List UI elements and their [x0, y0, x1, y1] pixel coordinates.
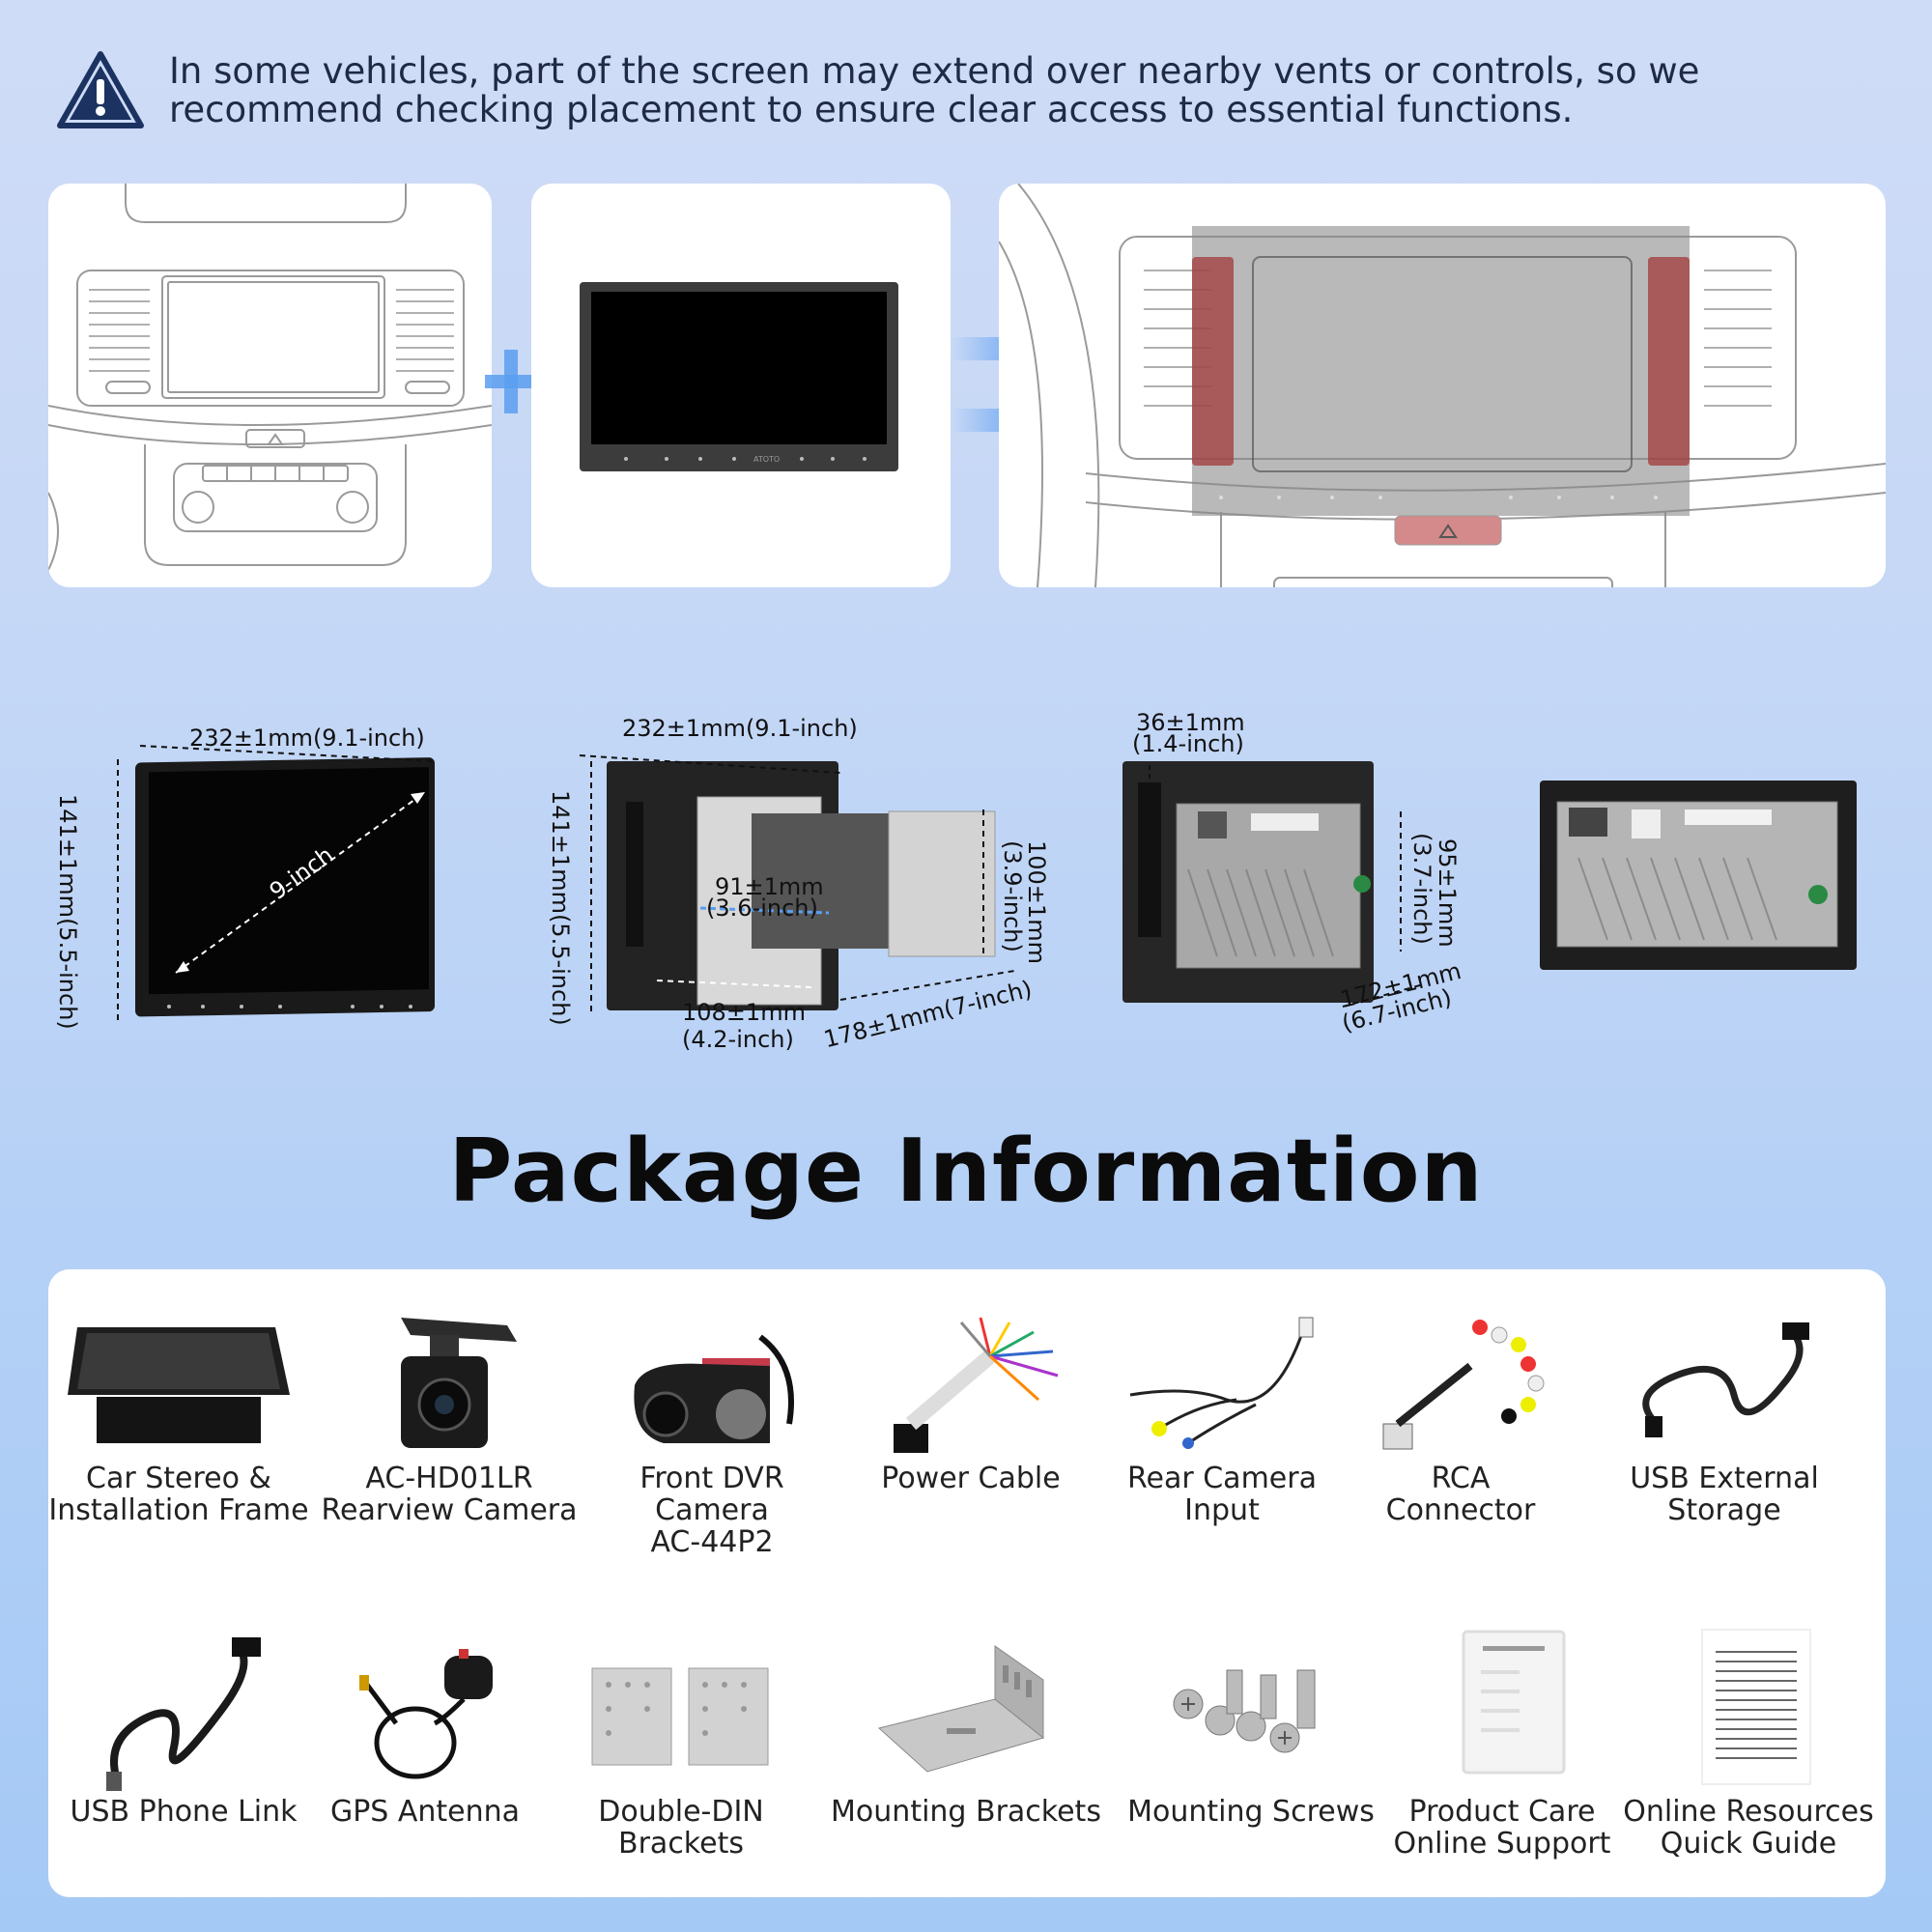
package-item-label: USB Phone Link: [70, 1795, 298, 1829]
package-item-label: Online Support: [1393, 1827, 1611, 1861]
package-item: AC-HD01LR Rearview Camera: [319, 1308, 580, 1526]
body-height-label-2: (3.7-inch): [1408, 833, 1435, 945]
product-care-card-icon: [1462, 1630, 1566, 1775]
installed-illustration: [999, 184, 1886, 587]
rear-camera-cable-icon: [1129, 1317, 1314, 1449]
package-item: Mounting Screws: [1121, 1632, 1381, 1828]
package-item: Front DVR Camera AC-44P2: [582, 1308, 842, 1558]
head-unit-illustration: ATOTO: [580, 282, 898, 471]
package-item-label: Rear Camera Input: [1127, 1462, 1317, 1527]
frame-height-label-2: (3.9-inch): [999, 840, 1026, 952]
package-item: Power Cable: [850, 1308, 1092, 1494]
car-stereo-icon: [68, 1327, 290, 1443]
front-height-label: 141±1mm(5.5-inch): [54, 794, 81, 1030]
package-title: Package Information: [448, 1121, 1484, 1222]
dashboard-panel: [48, 184, 492, 587]
package-item-label: AC-HD01LR: [365, 1462, 533, 1495]
package-item-label: RCA Connector: [1385, 1462, 1536, 1527]
front-depth-label-1: 108±1mm: [682, 999, 806, 1026]
package-item-label: USB External Storage: [1630, 1462, 1819, 1527]
installed-result-panel: [999, 184, 1886, 587]
plus-icon: [485, 350, 537, 413]
side-width-label: 232±1mm(9.1-inch): [622, 715, 858, 742]
package-item-label: Car Stereo &: [86, 1462, 271, 1495]
dvr-camera-icon: [634, 1334, 794, 1443]
package-item: GPS Antenna: [319, 1632, 531, 1828]
front-width-label: 232±1mm(9.1-inch): [189, 724, 425, 752]
side-frame-drawing: [580, 754, 1015, 1014]
gps-antenna-icon: [359, 1649, 493, 1779]
placement-notice: In some vehicles, part of the screen may…: [169, 50, 1700, 130]
thickness-label-1: 36±1mm: [1136, 709, 1245, 736]
package-item: RCA Connector: [1354, 1308, 1567, 1526]
mounting-bracket-icon: [877, 1645, 1045, 1773]
back-body-drawing: [1122, 761, 1421, 1008]
thickness-label-2: (1.4-inch): [1132, 730, 1244, 757]
package-item-label: Front DVR Camera: [639, 1462, 784, 1527]
package-item-label: Rearview Camera: [321, 1493, 578, 1527]
warning-icon: [57, 51, 144, 128]
front-depth-label-2: (4.2-inch): [682, 1026, 794, 1053]
package-item: USB External Storage: [1575, 1308, 1874, 1526]
package-item: Product Care Online Support: [1381, 1622, 1623, 1860]
dashboard-illustration: [48, 184, 492, 571]
rearview-camera-icon: [401, 1318, 517, 1448]
package-item: USB Phone Link: [48, 1632, 319, 1828]
package-item-label: Product Care: [1408, 1795, 1596, 1829]
rca-connector-icon: [1382, 1320, 1545, 1450]
package-item-label: Quick Guide: [1660, 1827, 1837, 1861]
side-height-label: 141±1mm(5.5-inch): [547, 790, 574, 1026]
package-item-label: Mounting Brackets: [831, 1795, 1101, 1829]
package-item: Double-DIN Brackets: [541, 1632, 821, 1860]
package-item-label: Power Cable: [881, 1462, 1061, 1495]
head-unit-panel: ATOTO: [531, 184, 951, 587]
package-item-label: Mounting Screws: [1127, 1795, 1375, 1829]
package-item: Car Stereo & Installation Frame: [48, 1308, 309, 1526]
frame-width-label-1: 91±1mm: [715, 873, 824, 900]
back-view-photo: [1540, 781, 1857, 970]
package-item: Rear Camera Input: [1092, 1308, 1352, 1526]
usb-phone-cable-icon: [106, 1637, 261, 1791]
frame-height-label-1: 100±1mm: [1023, 840, 1050, 964]
package-item-label: GPS Antenna: [329, 1795, 521, 1829]
power-cable-icon: [894, 1317, 1059, 1453]
quick-guide-icon: [1701, 1629, 1811, 1785]
package-item-label: Online Resources: [1623, 1795, 1874, 1829]
package-item-label: Installation Frame: [48, 1493, 309, 1527]
package-item-label: AC-44P2: [650, 1525, 774, 1559]
body-height-label-1: 95±1mm: [1434, 838, 1461, 948]
package-item: Mounting Brackets: [821, 1632, 1111, 1828]
frame-width-label-2: (3.6-inch): [706, 895, 818, 922]
front-dimension-drawing: [117, 745, 436, 1020]
screws-icon: [1173, 1669, 1316, 1753]
package-item: Online Resources Quick Guide: [1623, 1622, 1874, 1860]
package-contents-panel: Car Stereo & Installation Frame AC-HD01L…: [48, 1269, 1886, 1897]
din-bracket-icon: [591, 1667, 769, 1766]
package-item-label: Double-DIN Brackets: [598, 1795, 764, 1861]
usb-cable-icon: [1642, 1322, 1809, 1437]
brand-label: ATOTO: [753, 455, 780, 464]
